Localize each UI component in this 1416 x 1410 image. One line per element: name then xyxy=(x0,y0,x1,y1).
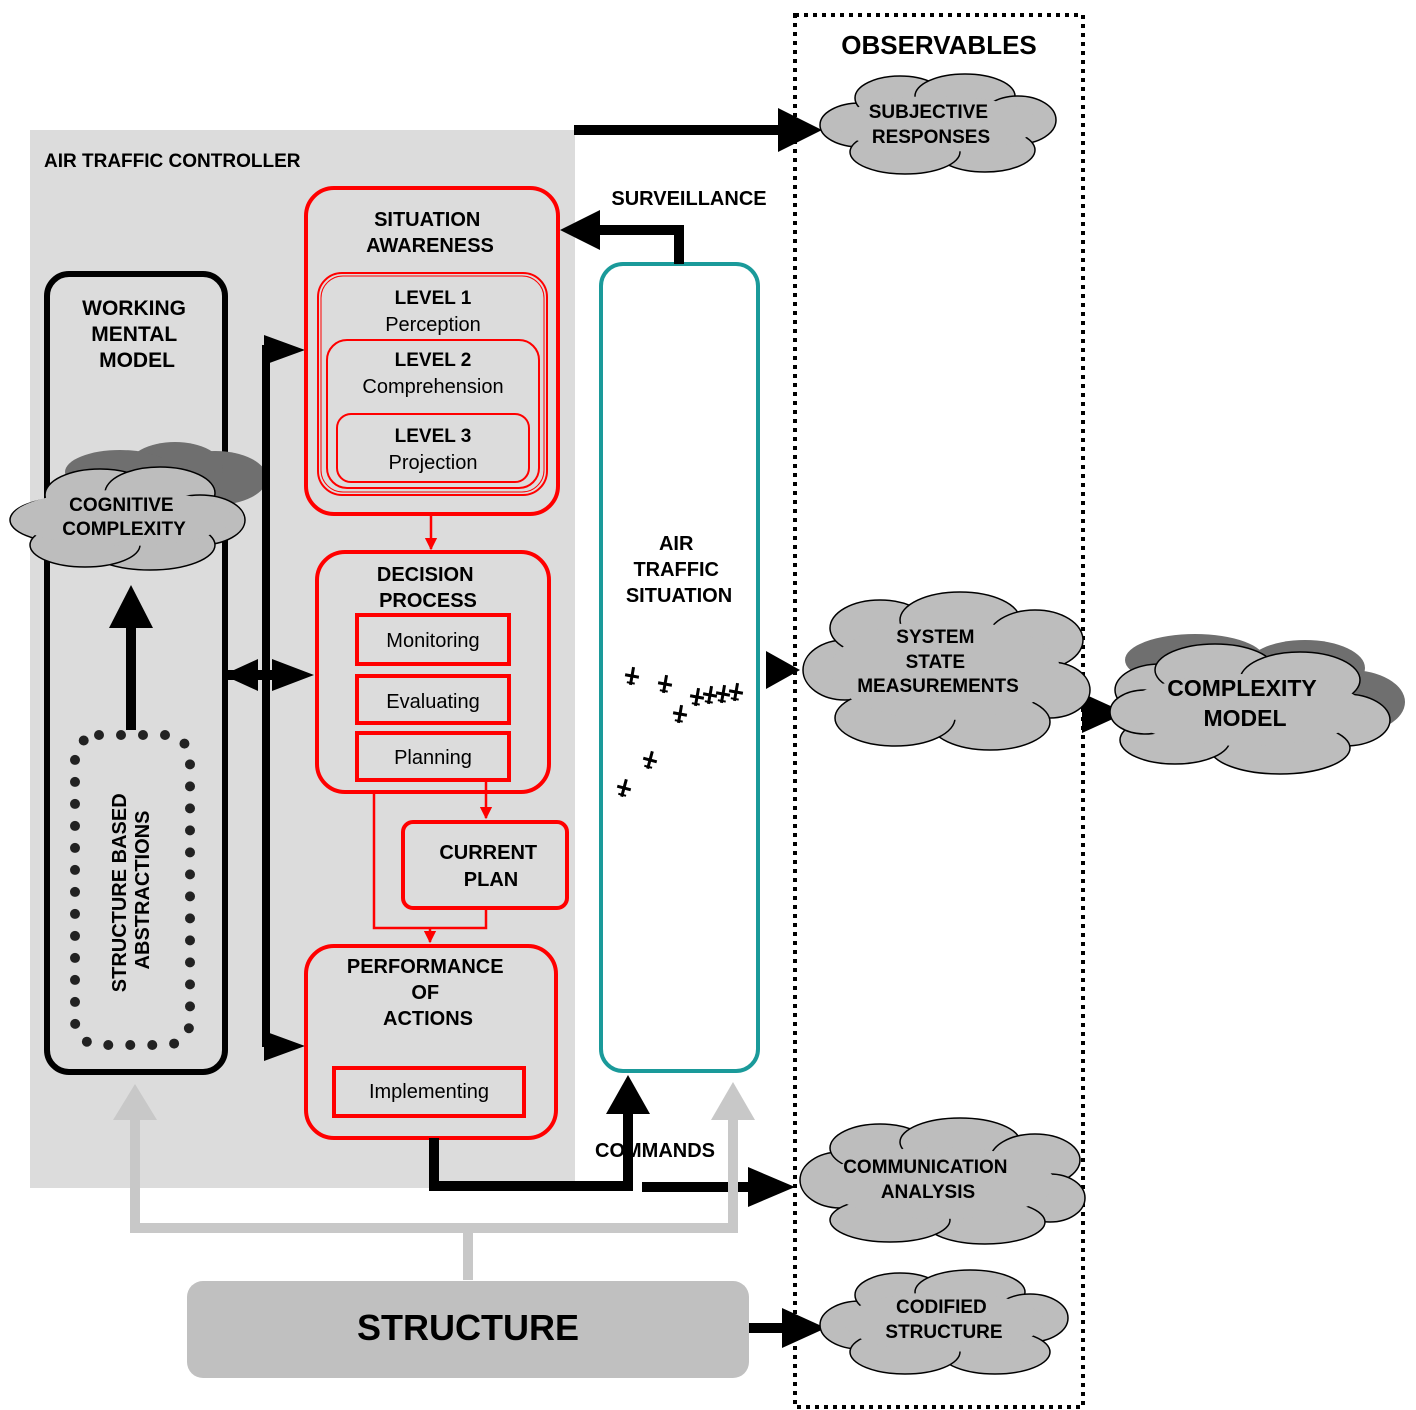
aircraft-icon xyxy=(624,666,640,686)
subjective-responses-cloud: SUBJECTIVE RESPONSES xyxy=(819,73,1057,175)
monitoring-label: Monitoring xyxy=(386,630,479,652)
model-to-decision-arrowhead xyxy=(272,659,314,691)
structure-to-situation-arrowhead xyxy=(711,1082,755,1120)
sa-level1-label: Perception xyxy=(385,314,481,336)
bus-to-pa-arrowhead xyxy=(264,1031,305,1061)
sa-level2-box xyxy=(326,339,540,489)
structure-abstractions-label: STRUCTURE BASED ABSTRACTIONS xyxy=(109,788,154,992)
current-plan-box xyxy=(401,820,569,910)
surveillance-path xyxy=(595,225,684,264)
planning-box xyxy=(355,731,511,782)
air-traffic-situation-label: AIR TRAFFIC SITUATION xyxy=(626,533,732,607)
aircraft-icons xyxy=(616,666,744,798)
surveillance-label: SURVEILLANCE xyxy=(611,188,766,210)
evaluating-box xyxy=(355,674,511,725)
cognitive-complexity-cloud: COGNITIVE COMPLEXITY xyxy=(9,442,267,571)
decision-to-performance-line xyxy=(372,792,430,930)
implementing-label: Implementing xyxy=(369,1081,489,1103)
sa-level3-box xyxy=(336,413,530,483)
decision-process-title: DECISION PROCESS xyxy=(377,564,479,612)
implementing-box xyxy=(332,1066,526,1118)
aircraft-icon xyxy=(657,674,673,694)
performance-of-actions-title: PERFORMANCE OF ACTIONS xyxy=(347,956,509,1030)
cognitive-complexity-label: COGNITIVE COMPLEXITY xyxy=(62,495,186,540)
observables-title: OBSERVABLES xyxy=(841,30,1037,60)
subjective-responses-label: SUBJECTIVE RESPONSES xyxy=(869,102,994,148)
sa-level1-title: LEVEL 1 xyxy=(395,288,472,309)
codified-structure-label: CODIFIED STRUCTURE xyxy=(885,1297,1002,1343)
to-system-state-arrowhead xyxy=(766,651,800,689)
structure-to-model-arrowhead xyxy=(113,1084,157,1120)
aircraft-icon xyxy=(715,684,731,704)
system-state-measurements-label: SYSTEM STATE MEASUREMENTS xyxy=(857,627,1019,697)
aircraft-icon xyxy=(702,685,718,705)
current-plan-to-performance-line xyxy=(430,908,488,930)
aircraft-icon xyxy=(728,682,744,702)
to-subjective-arrowhead xyxy=(778,108,822,152)
to-subjective-shaft xyxy=(574,125,784,135)
structure-feedback-path xyxy=(130,1115,473,1280)
aircraft-icon xyxy=(672,704,688,724)
bus-to-sa-arrowhead xyxy=(264,335,305,365)
structure-box xyxy=(187,1281,749,1378)
aircraft-icon xyxy=(616,778,632,798)
sa-level3-label: Projection xyxy=(389,452,478,474)
situation-awareness-title: SITUATION AWARENESS xyxy=(366,209,494,257)
sa-level2-title: LEVEL 2 xyxy=(395,350,472,371)
model-bidirectional-left-head xyxy=(223,659,258,691)
complexity-model-cloud: COMPLEXITY MODEL xyxy=(1109,634,1405,775)
sa-level3-title: LEVEL 3 xyxy=(395,426,472,447)
sa-level1-box xyxy=(317,272,548,496)
to-codified-shaft xyxy=(749,1323,789,1333)
abstraction-to-cognitive-arrowhead xyxy=(109,585,153,628)
decision-process-box xyxy=(315,550,551,794)
to-complexity-model-arrowhead xyxy=(1082,693,1126,733)
situation-awareness-box xyxy=(304,186,560,516)
aircraft-icon xyxy=(689,687,705,707)
communication-analysis-label: COMMUNICATION ANALYSIS xyxy=(843,1157,1013,1203)
controller-title: AIR TRAFFIC CONTROLLER xyxy=(44,151,301,172)
structure-label: STRUCTURE xyxy=(357,1307,579,1348)
communication-analysis-cloud: COMMUNICATION ANALYSIS xyxy=(799,1117,1086,1245)
commands-arrowhead xyxy=(606,1075,650,1114)
abstraction-to-cognitive-shaft xyxy=(126,618,136,730)
current-plan-label: CURRENT PLAN xyxy=(439,842,542,891)
controller-panel xyxy=(30,130,575,1188)
structure-to-situation-path xyxy=(468,1115,738,1233)
sa-level2-label: Comprehension xyxy=(362,376,503,398)
codified-structure-cloud: CODIFIED STRUCTURE xyxy=(819,1269,1069,1375)
structure-abstractions-box xyxy=(70,730,195,1050)
air-traffic-situation-box xyxy=(599,262,760,1073)
commands-to-communication-shaft xyxy=(642,1182,752,1192)
complexity-model-label: COMPLEXITY MODEL xyxy=(1167,675,1323,731)
sa-level1-inner-border xyxy=(320,275,545,493)
surveillance-arrowhead xyxy=(560,210,600,250)
commands-to-communication-arrowhead xyxy=(748,1167,795,1207)
system-state-measurements-cloud: SYSTEM STATE MEASUREMENTS xyxy=(802,591,1091,751)
to-codified-arrowhead xyxy=(782,1308,826,1348)
commands-path xyxy=(429,1105,633,1191)
commands-label: COMMANDS xyxy=(595,1140,715,1162)
evaluating-label: Evaluating xyxy=(386,691,479,713)
working-mental-model-label: WORKING MENTAL MODEL xyxy=(82,297,192,372)
mental-model-bus xyxy=(262,345,270,1047)
monitoring-box xyxy=(355,613,511,666)
planning-label: Planning xyxy=(394,747,472,769)
aircraft-icon xyxy=(642,750,658,770)
